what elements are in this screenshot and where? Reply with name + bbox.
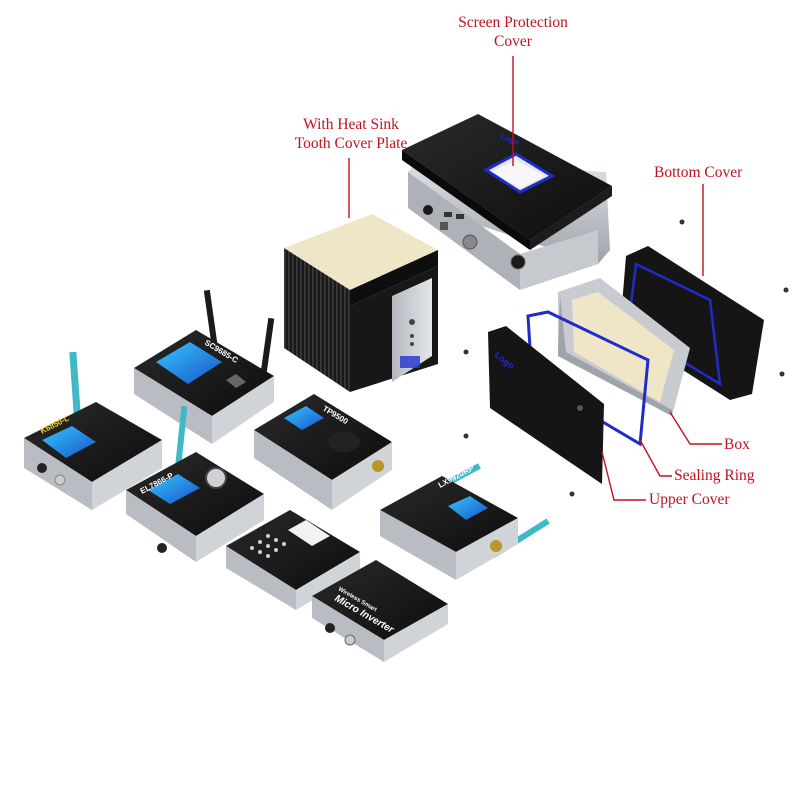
device-el [126, 405, 264, 562]
device-sc [134, 289, 275, 444]
device-keypad [226, 510, 360, 610]
device-k [24, 351, 162, 510]
heat-sink-enclosure [284, 214, 438, 392]
callout-heat-sink-line2: Tooth Cover Plate [294, 135, 408, 152]
callout-screen-protection-line2: Cover [494, 33, 532, 50]
callout-sealing-ring: Sealing Ring [674, 467, 755, 484]
callout-heat-sink-line1: With Heat Sink [303, 116, 399, 133]
exploded-assembly: Logo [463, 219, 789, 497]
device-lx [380, 463, 550, 580]
screen-enclosure-assembly: Logo [402, 114, 612, 290]
callout-upper-cover: Upper Cover [649, 491, 730, 508]
bottom-cover-plate [620, 246, 764, 400]
callout-leaders [348, 56, 722, 501]
leader-upper-cover [601, 451, 646, 501]
callout-screen-protection-cover: Screen Protection Cover [434, 13, 592, 51]
callout-screen-protection-line1: Screen Protection [458, 14, 568, 31]
device-tp [254, 394, 392, 510]
callout-box: Box [724, 436, 750, 453]
upper-cover-plate [488, 326, 604, 484]
device-micro-inverter [312, 560, 448, 662]
leader-box [669, 411, 722, 445]
callout-bottom-cover: Bottom Cover [654, 164, 743, 181]
callout-heat-sink-cover-plate: With Heat Sink Tooth Cover Plate [278, 115, 424, 153]
leader-sealing-ring [639, 439, 672, 477]
